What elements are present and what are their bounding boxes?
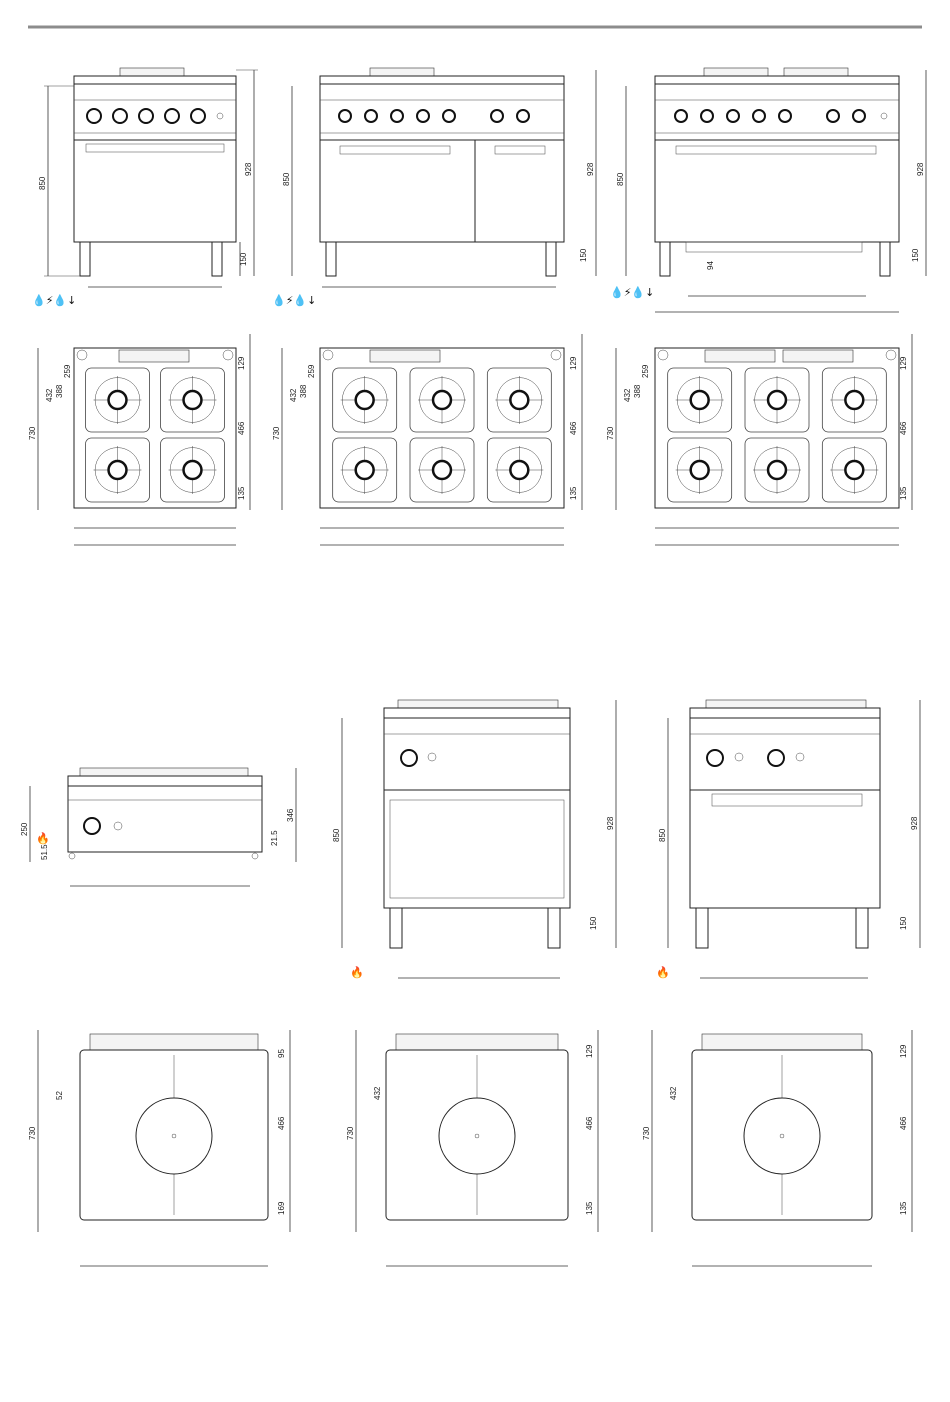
dim-r3: 135 [899, 1201, 908, 1215]
utility-icons: 💧⚡💧↓ [610, 286, 654, 299]
dim-r1: 95 [277, 1049, 286, 1058]
dim-d1: 432 [623, 388, 632, 402]
burner-grate [745, 438, 809, 502]
dim-d3: 259 [641, 364, 650, 378]
dim-d1: 432 [669, 1086, 678, 1100]
front-view-solid-top-cabinet: 850 928 150 🔥 [332, 700, 616, 979]
dim-leg: 150 [579, 248, 588, 262]
burner-grate [668, 368, 732, 432]
front-view-solid-top-oven: 850 928 150 🔥 [656, 700, 920, 979]
utility-icons: 💧⚡💧↓ [272, 294, 316, 307]
dim-leg: 150 [589, 916, 598, 930]
dim-d1: 52 [55, 1091, 64, 1100]
burner-grate [86, 438, 150, 502]
dim-total-height: 346 [286, 808, 295, 822]
burner-grate [333, 438, 397, 502]
dim-r2: 466 [899, 421, 908, 435]
dim-depth: 730 [272, 426, 281, 440]
burner-grate [822, 368, 886, 432]
dim-depth: 730 [28, 426, 37, 440]
dim-leg: 150 [911, 248, 920, 262]
svg-text:🔥: 🔥 [36, 832, 50, 845]
burner-grate [822, 438, 886, 502]
solid-top-unit: 730 52 95 466 169 [28, 1030, 290, 1266]
dim-d2: 388 [55, 384, 64, 398]
burner-grate [487, 368, 551, 432]
dim-total-height: 928 [244, 162, 253, 176]
top-views-solid: 730 52 95 466 169 730 432 129 466 135 730 432 129 466… [28, 1030, 912, 1266]
svg-text:🔥: 🔥 [350, 966, 364, 979]
dim-depth: 730 [642, 1126, 651, 1140]
burner-grate [487, 438, 551, 502]
dim-d3: 259 [63, 364, 72, 378]
burner-grate [745, 368, 809, 432]
dim-height: 850 [616, 172, 625, 186]
solid-top-unit: 730 432 129 466 135 [642, 1030, 912, 1266]
dim-depth: 730 [606, 426, 615, 440]
burner-grate [161, 368, 225, 432]
dim-side: 21.5 [270, 830, 279, 846]
dim-depth: 730 [346, 1126, 355, 1140]
dim-d2: 388 [633, 384, 642, 398]
dim-r2: 466 [569, 421, 578, 435]
dim-depth: 730 [28, 1126, 37, 1140]
dim-total-height: 928 [910, 816, 919, 830]
dim-height: 250 [20, 822, 29, 836]
front-view-6-burner-double-oven: 850 928 150 💧⚡💧↓ [272, 68, 596, 307]
dim-total-height: 928 [606, 816, 615, 830]
dim-r2: 466 [585, 1116, 594, 1130]
dim-total-height: 928 [586, 162, 595, 176]
dim-r2: 466 [899, 1116, 908, 1130]
dim-height: 850 [282, 172, 291, 186]
solid-top-unit: 730 432 129 466 135 [346, 1030, 598, 1266]
burner-grate [161, 438, 225, 502]
dim-r1: 129 [569, 356, 578, 370]
dim-r3: 135 [569, 486, 578, 500]
dim-r3: 135 [237, 486, 246, 500]
burner-grate [668, 438, 732, 502]
dim-r1: 129 [899, 1044, 908, 1058]
dim-r3: 169 [277, 1201, 286, 1215]
front-view-solid-top: 250 51.5 🔥 346 21.5 [20, 768, 296, 886]
dim-d1: 432 [45, 388, 54, 402]
burner-grate [333, 368, 397, 432]
dim-leg: 150 [899, 916, 908, 930]
front-view-4-burner: 850 928 150 💧⚡💧↓ [32, 68, 258, 307]
dim-leg: 150 [239, 252, 248, 266]
dim-extra: 94 [706, 261, 715, 270]
dim-height: 850 [332, 828, 341, 842]
dim-d1: 432 [289, 388, 298, 402]
dim-d2: 388 [299, 384, 308, 398]
dim-r2: 466 [237, 421, 246, 435]
burner-grate [410, 368, 474, 432]
dim-d3: 259 [307, 364, 316, 378]
dim-r1: 129 [237, 356, 246, 370]
dim-height: 850 [38, 176, 47, 190]
dim-r2: 466 [277, 1116, 286, 1130]
dim-r3: 135 [585, 1201, 594, 1215]
dim-r3: 135 [899, 486, 908, 500]
front-view-6-burner-wide-oven: 850 928 150 94 💧⚡💧↓ [610, 68, 926, 312]
dim-d1: 432 [373, 1086, 382, 1100]
utility-icons: 💧⚡💧↓ [32, 294, 76, 307]
knob-row [675, 110, 887, 122]
dim-inlet: 51.5 [40, 844, 49, 860]
burner-grate [410, 438, 474, 502]
dim-total-height: 928 [916, 162, 925, 176]
svg-text:🔥: 🔥 [656, 966, 670, 979]
dim-r1: 129 [899, 356, 908, 370]
burner-grate [86, 368, 150, 432]
dim-height: 850 [658, 828, 667, 842]
dim-r1: 129 [585, 1044, 594, 1058]
